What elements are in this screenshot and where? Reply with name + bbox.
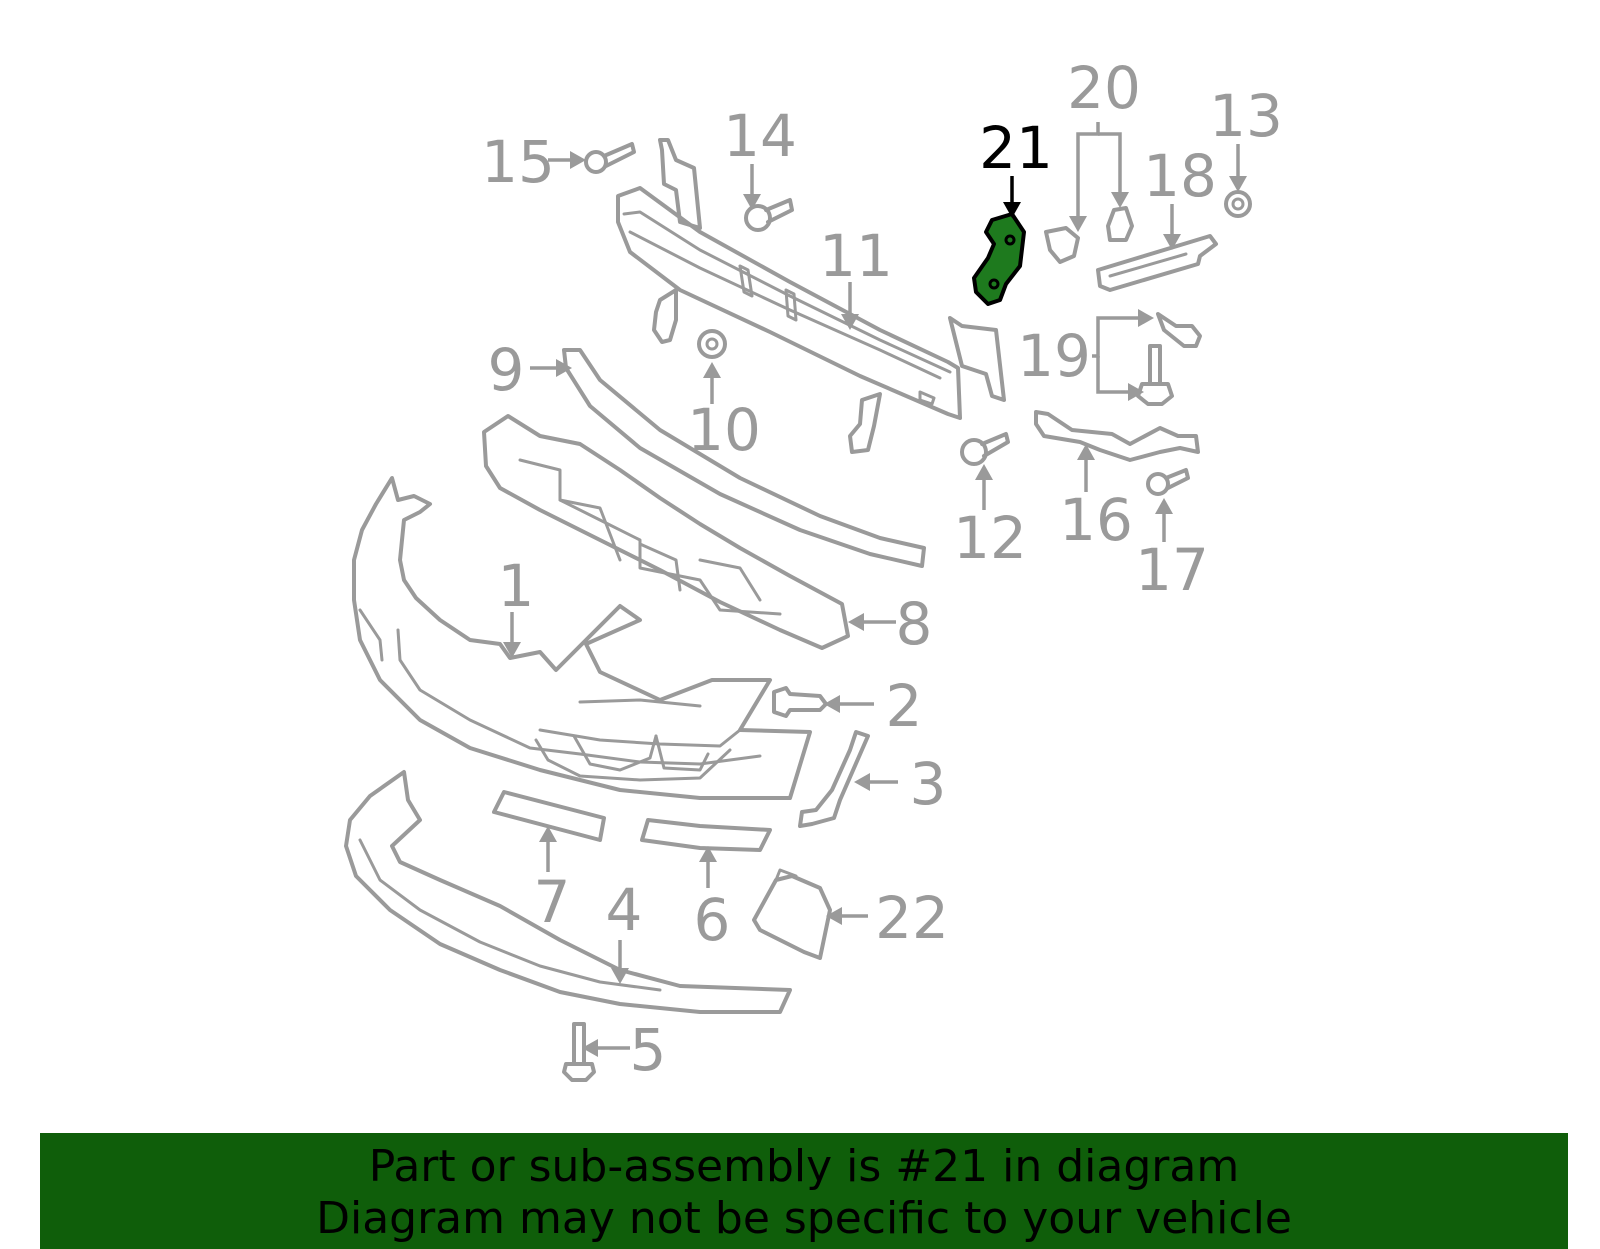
callout-8: 8 bbox=[896, 590, 933, 658]
part-5-bolt bbox=[562, 1022, 596, 1082]
part-17-screw bbox=[1146, 468, 1190, 496]
callout-2: 2 bbox=[886, 672, 923, 740]
leader-lines bbox=[503, 122, 1247, 1057]
part-3-side-bracket bbox=[798, 730, 870, 828]
part-13-nut bbox=[1224, 190, 1252, 218]
part-19-bolts bbox=[1136, 312, 1202, 406]
info-banner: Part or sub-assembly is #21 in diagram D… bbox=[40, 1133, 1568, 1249]
callout-17: 17 bbox=[1135, 536, 1209, 604]
part-11-reinforcement-beam bbox=[616, 138, 1006, 454]
callout-labels: 1 2 3 4 5 6 7 8 9 10 11 12 13 14 15 16 1… bbox=[481, 54, 1283, 1084]
part-9-absorber-strip bbox=[562, 348, 926, 568]
parts-diagram: 1 2 3 4 5 6 7 8 9 10 11 12 13 14 15 16 1… bbox=[344, 54, 1283, 1084]
part-6-molding bbox=[640, 818, 772, 852]
callout-1: 1 bbox=[498, 552, 535, 620]
callout-19: 19 bbox=[1017, 322, 1091, 390]
callout-18: 18 bbox=[1143, 142, 1217, 210]
callout-6: 6 bbox=[694, 886, 731, 954]
callout-3: 3 bbox=[910, 750, 947, 818]
callout-4: 4 bbox=[606, 876, 643, 944]
part-21-highlighted-bracket[interactable] bbox=[972, 212, 1026, 306]
banner-line-2: Diagram may not be specific to your vehi… bbox=[316, 1193, 1292, 1244]
callout-22: 22 bbox=[875, 884, 949, 952]
part-8-energy-absorber bbox=[482, 414, 850, 650]
callout-10: 10 bbox=[687, 396, 761, 464]
part-10-nut bbox=[697, 329, 727, 359]
part-16-bracket bbox=[1034, 410, 1200, 462]
part-2-clip bbox=[772, 686, 828, 718]
callout-11: 11 bbox=[819, 222, 893, 290]
part-22-tow-cover bbox=[752, 868, 832, 960]
part-15-bolt bbox=[584, 142, 636, 174]
callout-9: 9 bbox=[488, 336, 525, 404]
callout-16: 16 bbox=[1059, 486, 1133, 554]
part-12-bolt bbox=[960, 432, 1010, 466]
part-7-trim-strip bbox=[492, 790, 606, 842]
callout-12: 12 bbox=[953, 504, 1027, 572]
part-1-bumper-cover bbox=[352, 476, 812, 800]
part-20-clips bbox=[1044, 206, 1134, 264]
callout-13: 13 bbox=[1209, 82, 1283, 150]
callout-5: 5 bbox=[630, 1016, 667, 1084]
callout-20: 20 bbox=[1067, 54, 1141, 122]
callout-15: 15 bbox=[481, 128, 555, 196]
callout-7: 7 bbox=[534, 868, 571, 936]
part-14-bolt bbox=[744, 198, 794, 232]
part-18-bracket bbox=[1096, 234, 1218, 292]
banner-line-1: Part or sub-assembly is #21 in diagram bbox=[368, 1141, 1240, 1192]
callout-21: 21 bbox=[979, 114, 1053, 182]
callout-14: 14 bbox=[723, 102, 797, 170]
part-4-lower-deflector bbox=[344, 770, 792, 1014]
